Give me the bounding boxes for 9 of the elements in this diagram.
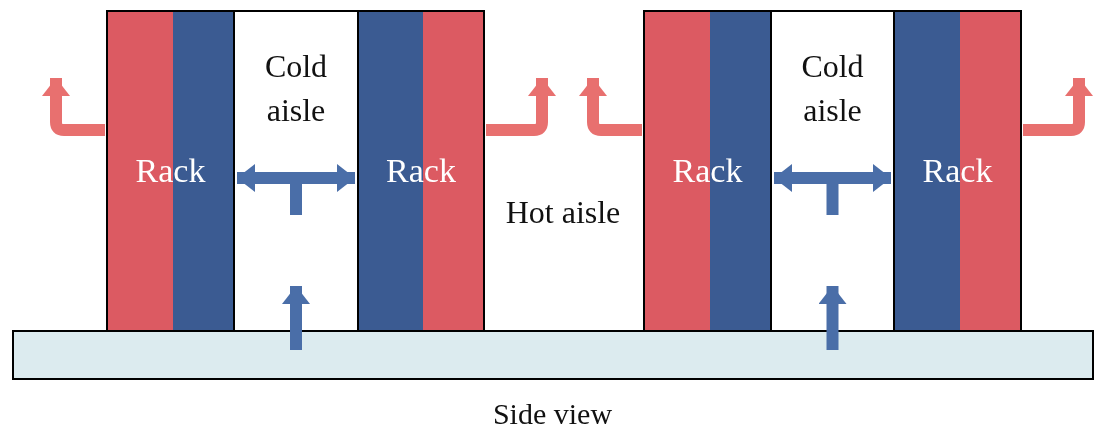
caption: Side view bbox=[491, 396, 614, 432]
airflow-arrow bbox=[1023, 78, 1093, 136]
airflow-arrow bbox=[774, 164, 839, 215]
airflow-arrow bbox=[282, 286, 310, 350]
raised-floor bbox=[12, 330, 1094, 380]
airflow-arrow bbox=[818, 286, 847, 350]
airflow-arrow bbox=[237, 164, 302, 215]
aisle-label: Hot aisle bbox=[504, 193, 622, 232]
airflow-arrow bbox=[486, 78, 556, 136]
